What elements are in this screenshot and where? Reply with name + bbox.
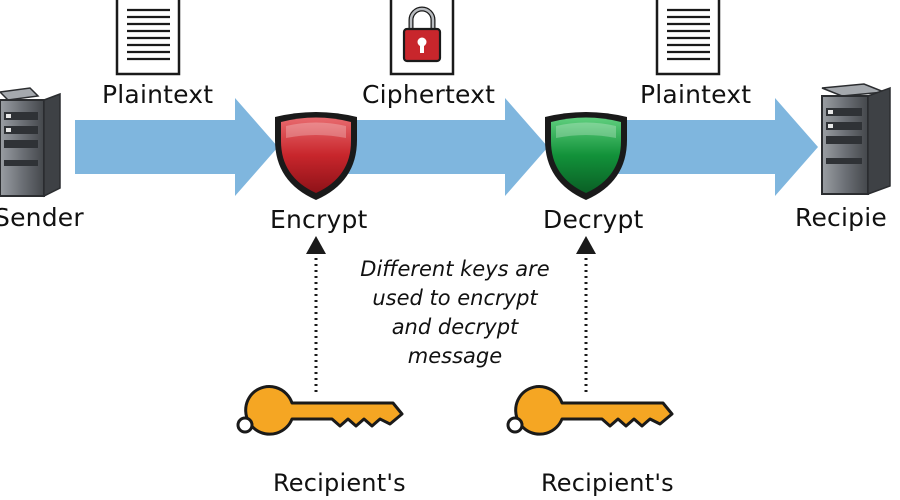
- key-icon: [236, 385, 404, 436]
- recipient-server-icon: [821, 83, 891, 196]
- encrypt-shield-icon: [275, 112, 357, 200]
- decrypt-label: Decrypt: [543, 205, 644, 234]
- key-to-decrypt-arrow: [576, 236, 596, 392]
- plaintext-label-right: Plaintext: [640, 80, 752, 109]
- sender-label: Sender: [0, 203, 84, 232]
- plaintext-document-icon: [115, 0, 181, 76]
- key-note-line: and decrypt: [391, 315, 519, 339]
- key-note-line: used to encrypt: [372, 286, 538, 310]
- plaintext-document-icon: [655, 0, 721, 76]
- sender-server-icon: [0, 87, 61, 198]
- recipient-key-label-right: Recipient's: [541, 469, 674, 497]
- key-icon: [506, 385, 674, 436]
- ciphertext-label: Ciphertext: [362, 80, 496, 109]
- plaintext-label-left: Plaintext: [102, 80, 214, 109]
- flow-arrow-1: [75, 98, 278, 196]
- ciphertext-lock-icon: [389, 0, 455, 76]
- key-to-encrypt-arrow: [306, 236, 326, 392]
- encrypt-label: Encrypt: [270, 205, 368, 234]
- flow-arrow-3: [615, 98, 818, 196]
- key-note-line: message: [407, 344, 503, 368]
- flow-arrow-2: [345, 98, 548, 196]
- recipient-key-label-left: Recipient's: [273, 469, 406, 497]
- decrypt-shield-icon: [545, 112, 627, 200]
- key-note: Different keys are used to encrypt and d…: [350, 255, 560, 371]
- key-note-line: Different keys are: [360, 257, 550, 281]
- recipient-label: Recipie: [795, 203, 887, 232]
